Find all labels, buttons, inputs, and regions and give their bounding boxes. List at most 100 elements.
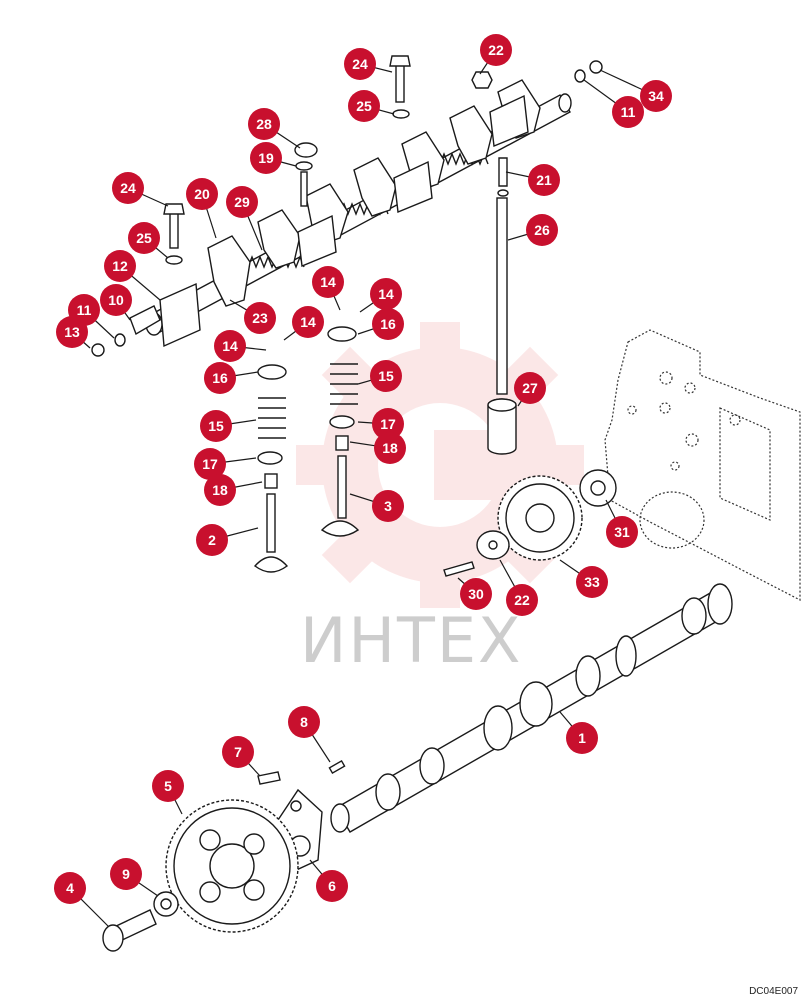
callout-number: 27 xyxy=(522,380,538,396)
callout-1: 1 xyxy=(566,722,598,754)
callout-badge xyxy=(248,108,280,140)
callout-number: 14 xyxy=(378,286,394,302)
rocker-shaft-assembly xyxy=(91,55,603,357)
callout-number: 19 xyxy=(258,150,274,166)
stud xyxy=(300,171,308,207)
callout-15: 15 xyxy=(200,410,232,442)
callout-badge xyxy=(226,186,258,218)
callout-24: 24 xyxy=(344,48,376,80)
callout-number: 14 xyxy=(300,314,316,330)
callout-21: 21 xyxy=(528,164,560,196)
rocker-bracket xyxy=(393,160,433,213)
callout-number: 17 xyxy=(380,416,396,432)
bolt xyxy=(169,209,179,249)
washer xyxy=(295,161,313,171)
callout-16: 16 xyxy=(372,308,404,340)
callout-28: 28 xyxy=(248,108,280,140)
ring xyxy=(91,343,105,357)
callout-number: 6 xyxy=(328,878,336,894)
callout-badge xyxy=(348,90,380,122)
callout-badge xyxy=(112,172,144,204)
callout-badge xyxy=(222,736,254,768)
callout-number: 11 xyxy=(77,302,92,318)
callout-badge xyxy=(372,490,404,522)
callout-number: 15 xyxy=(208,418,224,434)
callout-19: 19 xyxy=(250,142,282,174)
nut xyxy=(471,71,493,89)
callout-number: 33 xyxy=(584,574,600,590)
washer xyxy=(392,109,410,119)
callout-number: 25 xyxy=(136,230,152,246)
callout-23: 23 xyxy=(244,302,276,334)
bolt xyxy=(257,771,281,785)
callout-11: 11 xyxy=(612,96,644,128)
callout-badge xyxy=(250,142,282,174)
valve-spring xyxy=(330,363,358,405)
callout-22: 22 xyxy=(506,584,538,616)
stem-seal xyxy=(335,435,349,451)
rocker-bracket xyxy=(159,282,201,348)
plug xyxy=(574,69,586,83)
bolt xyxy=(395,61,405,103)
bolt xyxy=(443,561,475,577)
callout-number: 23 xyxy=(252,310,268,326)
callout-badge xyxy=(244,302,276,334)
callout-number: 34 xyxy=(648,88,664,104)
watermark-text: ИНТЕХ xyxy=(300,604,523,677)
callout-badge xyxy=(640,80,672,112)
engine-block-outline xyxy=(604,329,801,601)
callout-number: 31 xyxy=(614,524,630,540)
callout-number: 28 xyxy=(256,116,272,132)
callout-number: 30 xyxy=(468,586,484,602)
callout-26: 26 xyxy=(526,214,558,246)
callout-6: 6 xyxy=(316,870,348,902)
callout-number: 20 xyxy=(194,186,210,202)
callout-number: 9 xyxy=(122,866,130,882)
callout-badge xyxy=(214,330,246,362)
callout-31: 31 xyxy=(606,516,638,548)
callout-number: 16 xyxy=(212,370,228,386)
callout-30: 30 xyxy=(460,578,492,610)
valve-stem xyxy=(337,455,347,519)
stem-seal xyxy=(264,473,278,489)
callout-number: 3 xyxy=(384,498,392,514)
callout-badge xyxy=(460,578,492,610)
callout-number: 22 xyxy=(514,592,530,608)
callout-3: 3 xyxy=(372,490,404,522)
spring-seat xyxy=(257,451,283,465)
callout-16: 16 xyxy=(204,362,236,394)
valve-head xyxy=(320,520,360,537)
callout-badge xyxy=(312,266,344,298)
callout-10: 10 xyxy=(100,284,132,316)
callout-9: 9 xyxy=(110,858,142,890)
rocker-arm xyxy=(353,157,397,217)
valve-train xyxy=(253,326,360,573)
callout-badge xyxy=(576,566,608,598)
nut xyxy=(294,142,318,158)
callout-badge xyxy=(370,360,402,392)
callout-7: 7 xyxy=(222,736,254,768)
callout-number: 26 xyxy=(534,222,550,238)
callout-12: 12 xyxy=(104,250,136,282)
callout-18: 18 xyxy=(374,432,406,464)
callout-number: 8 xyxy=(300,714,308,730)
callout-15: 15 xyxy=(370,360,402,392)
callout-27: 27 xyxy=(514,372,546,404)
callout-number: 18 xyxy=(212,482,228,498)
callout-13: 13 xyxy=(56,316,88,348)
callout-number: 15 xyxy=(378,368,394,384)
callout-number: 5 xyxy=(164,778,172,794)
callout-badge xyxy=(514,372,546,404)
callout-number: 29 xyxy=(234,194,250,210)
callout-badge xyxy=(292,306,324,338)
callout-badge xyxy=(506,584,538,616)
callout-number: 21 xyxy=(536,172,552,188)
callout-number: 2 xyxy=(208,532,216,548)
callout-8: 8 xyxy=(288,706,320,738)
spring-seat xyxy=(329,415,355,429)
callout-number: 14 xyxy=(222,338,238,354)
document-code: DC04E007 xyxy=(749,986,798,997)
adjust-screw xyxy=(498,157,508,187)
